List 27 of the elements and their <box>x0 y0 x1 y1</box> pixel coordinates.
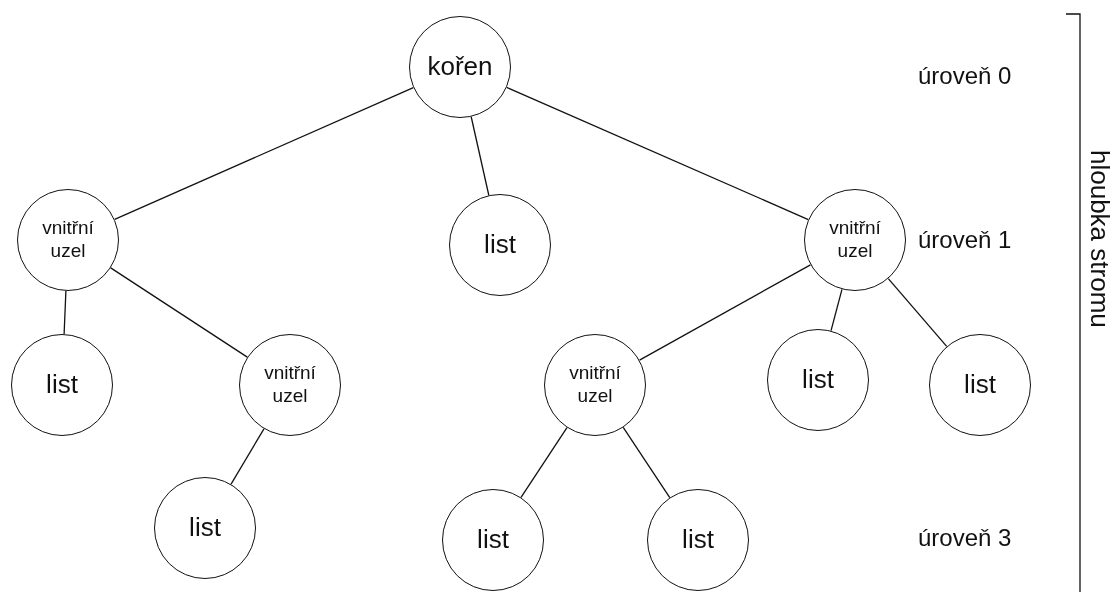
node-label: list <box>964 369 996 401</box>
axis-label: hloubka stromu <box>1084 150 1115 328</box>
node-label: list <box>189 512 221 544</box>
node-label: list <box>682 524 714 556</box>
level-label: úroveň 0 <box>918 62 1012 90</box>
node-label: vnitřní uzel <box>41 217 95 263</box>
node-label: list <box>802 364 834 396</box>
node-label: list <box>484 229 516 261</box>
connector-line <box>887 278 948 347</box>
connector-line <box>622 426 671 499</box>
node-label: vnitřní uzel <box>828 217 882 263</box>
connector-line <box>63 290 67 335</box>
node-label: vnitřní uzel <box>263 362 317 408</box>
node-label: vnitřní uzel <box>568 362 622 408</box>
connector-line <box>506 86 809 221</box>
connector-line <box>638 264 812 361</box>
connector-line <box>470 116 490 196</box>
connector-line <box>230 428 265 485</box>
node-label: kořen <box>427 51 493 83</box>
connector-line <box>830 288 843 332</box>
connector-line <box>520 426 568 499</box>
level-label: úroveň 1 <box>918 226 1012 254</box>
node-label: list <box>46 369 78 401</box>
node-label: list <box>477 524 509 556</box>
level-label: úroveň 3 <box>918 524 1012 552</box>
connector-line <box>110 267 248 358</box>
connector-line <box>114 86 414 221</box>
